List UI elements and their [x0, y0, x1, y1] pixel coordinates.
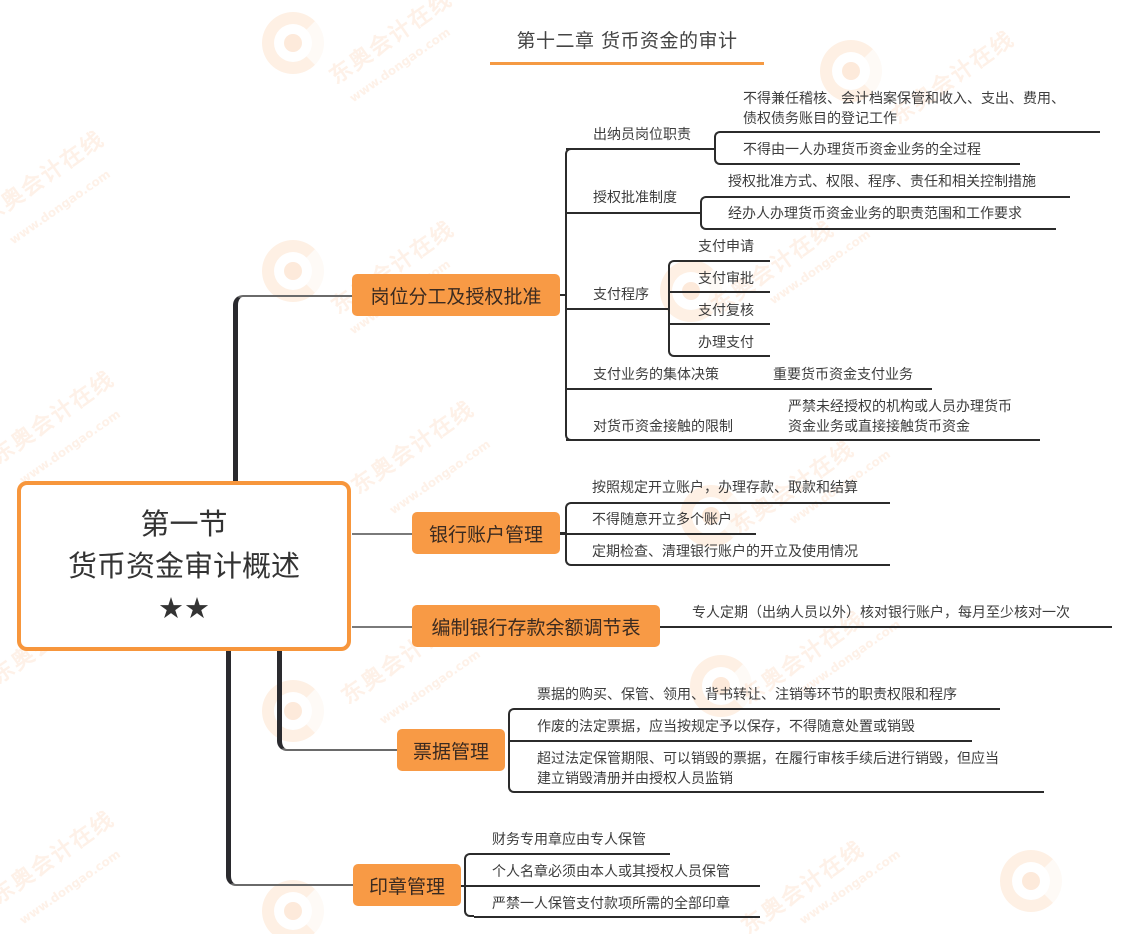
underline [461, 885, 760, 887]
underline [566, 388, 932, 390]
leaf-item[interactable]: 支付申请 [698, 239, 754, 255]
leaf-item[interactable]: 不得由一人办理货币资金业务的全过程 [743, 142, 981, 158]
underline [724, 131, 1100, 133]
title-underline [490, 62, 764, 65]
branch-node-job-separation[interactable]: 岗位分工及授权批准 [352, 274, 560, 316]
leaf-item[interactable]: 重要货币资金支付业务 [773, 367, 913, 383]
subbranch-collective-decision[interactable]: 支付业务的集体决策 [593, 367, 719, 383]
connector-bracket [700, 196, 710, 230]
underline [710, 228, 1056, 230]
leaf-item[interactable]: 严禁一人保管支付款项所需的全部印章 [492, 896, 730, 912]
underline [474, 916, 760, 918]
underline [560, 533, 756, 535]
branch-node-reconciliation-statement[interactable]: 编制银行存款余额调节表 [412, 605, 660, 647]
branch-node-bill-management[interactable]: 票据管理 [397, 729, 505, 771]
underline [474, 853, 670, 855]
leaf-item[interactable]: 专人定期（出纳人员以外）核对银行账户，每月至少核对一次 [692, 605, 1070, 621]
leaf-item[interactable]: 超过法定保管期限、可以销毁的票据，在履行审核手续后进行销毁，但应当 建立销毁清册… [537, 751, 999, 787]
underline [670, 323, 770, 325]
underline [575, 564, 890, 566]
underline [660, 626, 1112, 628]
underline [575, 502, 890, 504]
leaf-item[interactable]: 票据的购买、保管、领用、背书转让、注销等环节的职责权限和程序 [537, 687, 957, 703]
underline [566, 439, 1040, 441]
subbranch-authorization-system[interactable]: 授权批准制度 [593, 190, 677, 206]
leaf-item[interactable]: 不得兼任稽核、会计档案保管和收入、支出、费用、 债权债务账目的登记工作 [743, 91, 1065, 127]
connector-trunk-bills [277, 649, 397, 751]
connector-trunk-up [233, 295, 353, 483]
leaf-item[interactable]: 支付审批 [698, 271, 754, 287]
center-section-title: 货币资金审计概述 [67, 549, 300, 583]
branch-node-seal-management[interactable]: 印章管理 [353, 864, 461, 906]
center-node[interactable]: 第一节 货币资金审计概述 ★★ [17, 481, 351, 651]
connector-bracket [668, 260, 678, 357]
watermark-logo-icon [1000, 850, 1062, 912]
subbranch-payment-procedure[interactable]: 支付程序 [593, 287, 649, 303]
leaf-item[interactable]: 办理支付 [698, 335, 754, 351]
watermark-logo-icon [262, 12, 324, 74]
leaf-item[interactable]: 个人名章必须由本人或其授权人员保管 [492, 864, 730, 880]
leaf-item[interactable]: 支付复核 [698, 303, 754, 319]
connector-subbranch-spine [565, 148, 575, 441]
underline [670, 291, 770, 293]
watermark-logo-icon [262, 240, 324, 302]
underline [510, 740, 972, 742]
connector-bracket [508, 708, 518, 793]
connector-bracket [714, 131, 724, 165]
underline [566, 308, 670, 310]
underline [518, 708, 1000, 710]
connector-stub [560, 294, 566, 296]
connector-bank-account [352, 533, 412, 535]
leaf-item[interactable]: 定期检查、清理银行账户的开立及使用情况 [592, 544, 858, 560]
underline [710, 196, 1070, 198]
underline [518, 791, 1044, 793]
watermark-logo-icon [262, 880, 324, 934]
leaf-item[interactable]: 财务专用章应由专人保管 [492, 832, 646, 848]
underline [678, 260, 770, 262]
chapter-title: 第十二章 货币资金的审计 [516, 30, 738, 52]
connector-trunk-down [226, 649, 354, 886]
center-section-label: 第一节 [140, 507, 228, 541]
connector-reconciliation [352, 626, 412, 628]
leaf-item[interactable]: 不得随意开立多个账户 [592, 512, 732, 528]
leaf-item[interactable]: 授权批准方式、权限、程序、责任和相关控制措施 [728, 174, 1036, 190]
underline [678, 355, 770, 357]
subbranch-access-restriction[interactable]: 对货币资金接触的限制 [593, 419, 733, 435]
subbranch-cashier-duties[interactable]: 出纳员岗位职责 [593, 127, 691, 143]
watermark-text: 东奥会计在线 [347, 396, 480, 500]
leaf-item[interactable]: 按照规定开立账户，办理存款、取款和结算 [592, 480, 858, 496]
leaf-item[interactable]: 作废的法定票据，应当按规定予以保存，不得随意处置或销毁 [537, 719, 915, 735]
branch-node-bank-account[interactable]: 银行账户管理 [412, 512, 560, 554]
difficulty-stars-icon: ★★ [158, 591, 210, 625]
leaf-item[interactable]: 严禁未经授权的机构或人员办理货币 资金业务或直接接触货币资金 [788, 399, 1012, 435]
underline [566, 212, 702, 214]
leaf-item[interactable]: 经办人办理货币资金业务的职责范围和工作要求 [728, 206, 1022, 222]
underline [724, 163, 1020, 165]
underline [566, 148, 716, 150]
